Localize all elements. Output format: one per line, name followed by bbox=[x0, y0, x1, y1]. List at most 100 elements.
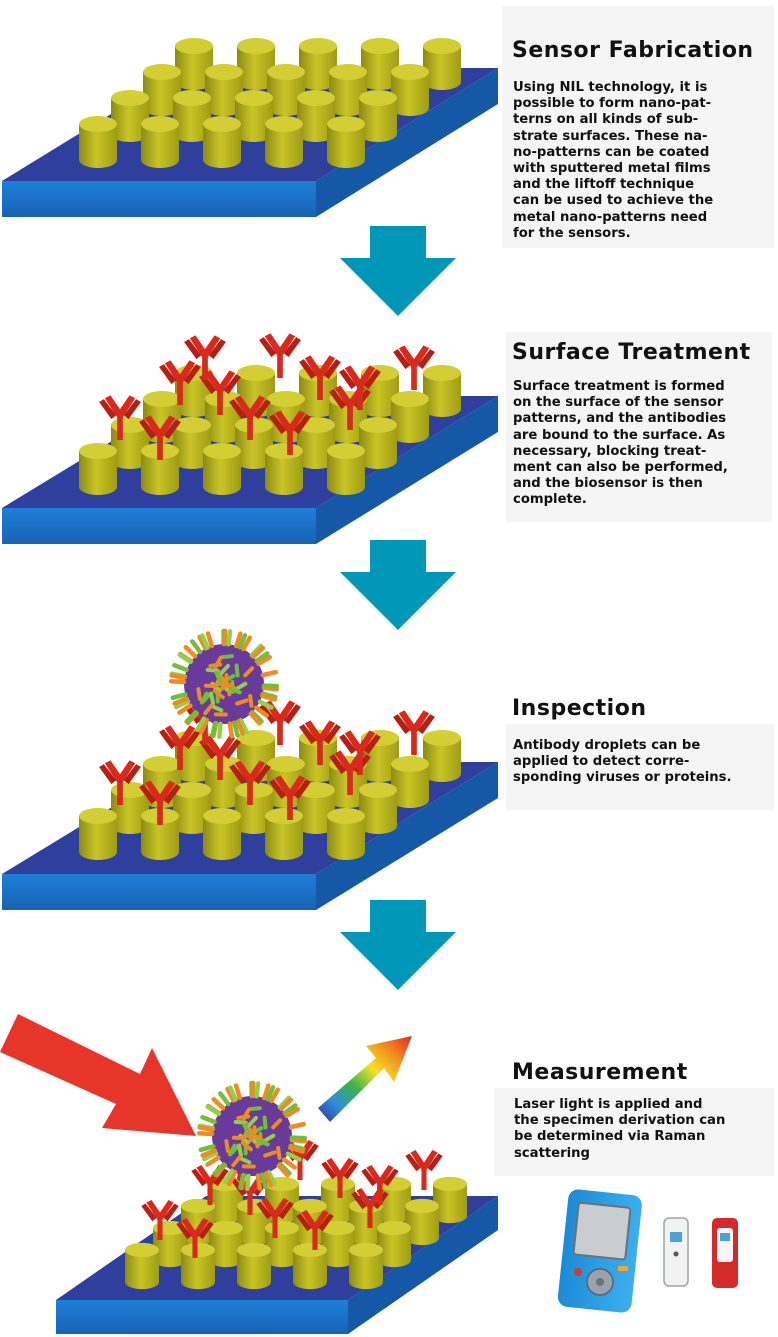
antibody bbox=[361, 1165, 399, 1205]
virus-marker bbox=[237, 1143, 243, 1158]
text-line: Using NIL technology, it is bbox=[513, 80, 708, 95]
pillar-body bbox=[209, 1184, 243, 1224]
nano-pillar bbox=[173, 90, 211, 142]
virus-marker bbox=[248, 693, 254, 708]
cartridge-port bbox=[673, 1251, 679, 1257]
text-line: complete. bbox=[513, 492, 587, 508]
pillar-top bbox=[143, 391, 181, 407]
virus-spike bbox=[248, 711, 262, 726]
antibody bbox=[176, 1218, 214, 1258]
virus-spike bbox=[260, 693, 277, 702]
pillar-body bbox=[235, 790, 273, 834]
antibody-arm bbox=[299, 724, 317, 745]
step-title-measurement: Measurement bbox=[512, 1060, 688, 1085]
nano-pillar bbox=[265, 808, 303, 860]
antibody-stem bbox=[157, 800, 163, 825]
virus-spike bbox=[260, 669, 278, 678]
antibody-arm bbox=[417, 714, 435, 735]
antibody-stem bbox=[202, 720, 208, 745]
antibody-stem bbox=[117, 415, 123, 440]
virus-spike bbox=[210, 720, 218, 738]
pillar-top bbox=[265, 443, 303, 459]
virus-particle bbox=[168, 628, 280, 740]
substrate-front bbox=[2, 508, 316, 544]
pillar-top bbox=[405, 1198, 439, 1214]
pillar-body bbox=[203, 124, 241, 168]
antibody bbox=[299, 355, 341, 400]
pillar-body bbox=[209, 1228, 243, 1268]
virus-spike bbox=[284, 1106, 300, 1119]
pillar-top bbox=[111, 90, 149, 106]
pillar-top bbox=[423, 365, 461, 381]
antibody-arm bbox=[253, 764, 271, 785]
virus-marker bbox=[242, 1122, 251, 1136]
virus-marker bbox=[256, 1138, 270, 1147]
virus-spike bbox=[226, 629, 233, 647]
nano-pillar bbox=[359, 417, 397, 469]
antibody bbox=[269, 410, 311, 455]
antibody-stem bbox=[411, 365, 417, 390]
pillar-body bbox=[143, 72, 181, 116]
device-screen bbox=[572, 1201, 632, 1261]
nano-pillar bbox=[361, 38, 399, 90]
pillar-top bbox=[359, 417, 397, 433]
nano-pillar bbox=[265, 443, 303, 495]
antibody-stem bbox=[247, 780, 253, 805]
antibody-arm bbox=[163, 1203, 179, 1222]
pillar-top bbox=[143, 64, 181, 80]
text-line: sponding viruses or proteins. bbox=[513, 770, 732, 786]
antibody-arm bbox=[321, 1161, 337, 1180]
antibody-arm bbox=[343, 1161, 359, 1180]
pillar-body bbox=[359, 425, 397, 469]
virus-spike bbox=[205, 1155, 221, 1167]
pillar-body bbox=[205, 72, 243, 116]
test-cartridge bbox=[712, 1218, 738, 1288]
substrate-side bbox=[316, 68, 498, 217]
virus-spike bbox=[227, 721, 235, 739]
text-line: and the biosensor is then bbox=[513, 476, 703, 492]
antibody-arm bbox=[117, 395, 136, 418]
virus-marker bbox=[219, 663, 230, 676]
nano-pillar bbox=[235, 782, 273, 834]
handheld-device bbox=[557, 1189, 642, 1313]
antibody-arm bbox=[297, 1140, 314, 1160]
antibody-arm bbox=[411, 710, 430, 733]
nano-pillar bbox=[297, 782, 335, 834]
nano-pillar bbox=[423, 730, 461, 782]
virus-marker bbox=[238, 1156, 252, 1165]
antibody-arm bbox=[177, 360, 196, 383]
antibody-stem bbox=[277, 720, 283, 745]
antibody-stem bbox=[207, 1182, 213, 1205]
cartridge-window bbox=[670, 1232, 682, 1242]
antibody bbox=[159, 360, 201, 405]
nano-pillar bbox=[423, 365, 461, 417]
pillar-top bbox=[361, 38, 399, 54]
antibody bbox=[141, 1200, 179, 1240]
antibody-stem bbox=[347, 770, 353, 795]
pillar-top bbox=[349, 1242, 383, 1258]
virus-spike bbox=[269, 1087, 281, 1104]
pillar-body bbox=[297, 790, 335, 834]
antibody-stem bbox=[357, 750, 363, 775]
virus-spike bbox=[217, 721, 223, 740]
pillar-body bbox=[265, 816, 303, 860]
virus-marker bbox=[240, 1141, 253, 1152]
antibody-arm bbox=[283, 337, 301, 358]
antibody-arm bbox=[208, 339, 226, 360]
cartridge-window bbox=[720, 1233, 730, 1241]
nano-pillar bbox=[391, 756, 429, 808]
pillar-body bbox=[327, 451, 365, 495]
pillar-body bbox=[173, 790, 211, 834]
virus-spike bbox=[279, 1097, 294, 1112]
antibody-arm bbox=[117, 760, 136, 783]
pillar-body bbox=[433, 1184, 467, 1224]
nano-pillar bbox=[237, 1242, 271, 1290]
pillar-top bbox=[173, 782, 211, 798]
antibody-stem bbox=[247, 1192, 253, 1215]
antibody-arm bbox=[337, 1158, 354, 1178]
pillar-body bbox=[359, 98, 397, 142]
antibody-arm bbox=[427, 1153, 443, 1172]
pillar-body bbox=[423, 373, 461, 417]
antibody-stem bbox=[317, 740, 323, 765]
pillar-body bbox=[205, 399, 243, 443]
